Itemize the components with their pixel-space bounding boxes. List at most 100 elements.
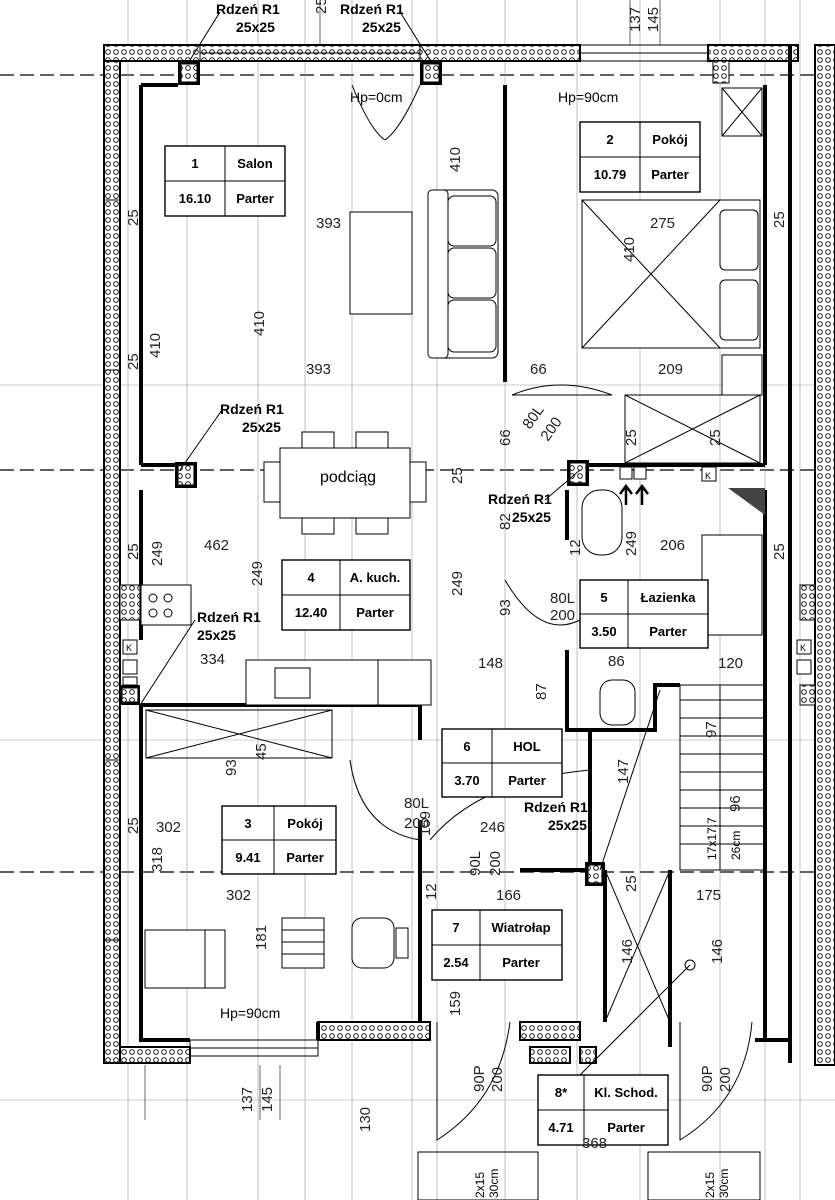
dimension-label: 25: [125, 543, 142, 560]
dimension-label: 86: [608, 653, 625, 670]
room-area: 12.40: [295, 605, 328, 620]
dimension-label: 87: [533, 683, 550, 700]
dimension-label: 146: [619, 939, 636, 964]
room-area: 2.54: [443, 955, 469, 970]
door-height: 200: [489, 1067, 506, 1092]
dimension-label: 148: [478, 655, 503, 672]
room-level: Parter: [356, 605, 394, 620]
column-size: 25x25: [548, 817, 587, 833]
room-level: Parter: [649, 624, 687, 639]
outer-walls: [103, 44, 835, 1066]
room-label-6: 6 HOL 3.70 Parter: [441, 728, 563, 798]
dimension-label: 96: [727, 795, 744, 812]
room-area: 16.10: [179, 191, 212, 206]
dimension-label: 410: [147, 333, 164, 358]
room-area: 4.71: [548, 1120, 573, 1135]
outlet-mark: K: [705, 471, 711, 481]
dimension-label: 12: [423, 883, 440, 900]
dimension-label: 97: [703, 721, 720, 738]
door-width: 90P: [471, 1065, 488, 1092]
hp-note: Hp=90cm: [558, 89, 618, 105]
room-label-8: 8* Kl. Schod. 4.71 Parter: [537, 1074, 669, 1146]
room-level: Parter: [502, 955, 540, 970]
room-level: Parter: [607, 1120, 645, 1135]
furniture: [122, 87, 812, 1200]
room-area: 3.50: [591, 624, 616, 639]
dimension-label: 462: [204, 537, 229, 554]
room-area: 10.79: [594, 167, 627, 182]
dimension-label: 66: [530, 361, 547, 378]
dimension-labels: 137 145 25 410 393 393 410 410 410 275 2…: [125, 0, 788, 1152]
dimension-label: 410: [447, 147, 464, 172]
room-name: HOL: [513, 739, 541, 754]
door-width: 90L: [467, 851, 484, 876]
dimension-label: 334: [200, 651, 225, 668]
dimension-label: 159: [447, 991, 464, 1016]
dimension-label: 25: [125, 817, 142, 834]
column-size: 25x25: [242, 419, 281, 435]
dimension-label: 249: [149, 541, 166, 566]
dimension-label: 145: [259, 1087, 276, 1112]
dimension-label: 393: [306, 361, 331, 378]
step-note: 30cm: [487, 1169, 501, 1198]
room-level: Parter: [286, 850, 324, 865]
dimension-label: 25: [623, 875, 640, 892]
dimension-label: 368: [582, 1135, 607, 1152]
door-width: 80L: [404, 795, 429, 812]
room-number: 1: [191, 156, 198, 171]
step-note: 2x15: [703, 1172, 717, 1198]
room-name: Kl. Schod.: [594, 1085, 658, 1100]
dimension-label: 209: [658, 361, 683, 378]
windows: [103, 44, 709, 1057]
column-title: Rdzeń R1: [216, 1, 280, 17]
column-size: 25x25: [362, 19, 401, 35]
column-title: Rdzeń R1: [340, 1, 404, 17]
room-label-5: 5 Łazienka 3.50 Parter: [579, 579, 709, 649]
dimension-label: 246: [480, 819, 505, 836]
dimension-label: 175: [696, 887, 721, 904]
dimension-label: 275: [650, 215, 675, 232]
step-note: 2x15: [473, 1172, 487, 1198]
room-level: Parter: [651, 167, 689, 182]
room-level: Parter: [236, 191, 274, 206]
stairs-note: 26cm: [729, 831, 743, 860]
dimension-label: 206: [660, 537, 685, 554]
room-number: 2: [606, 132, 613, 147]
room-area: 3.70: [454, 773, 479, 788]
room-name: Pokój: [287, 816, 322, 831]
dimension-label: 318: [149, 847, 166, 872]
dimension-label: 410: [251, 311, 268, 336]
door-height: 200: [717, 1067, 734, 1092]
door-labels: 80L 200 80L 200 80L 200 90L 200 90P 200 …: [404, 402, 734, 1092]
columns: [119, 60, 816, 886]
dimension-label: 25: [771, 211, 788, 228]
dimension-label: 302: [226, 887, 251, 904]
dimension-label: 93: [497, 599, 514, 616]
step-note: 30cm: [717, 1169, 731, 1198]
room-name: A. kuch.: [350, 570, 401, 585]
room-number: 6: [463, 739, 470, 754]
room-name: Łazienka: [641, 590, 697, 605]
room-number: 3: [244, 816, 251, 831]
dimension-label: 25: [771, 543, 788, 560]
dimension-label: 25: [313, 0, 330, 14]
notes: Hp=0cm Hp=90cm Hp=90cm podciąg 17x17.7 2…: [126, 89, 806, 1198]
column-title: Rdzeń R1: [488, 491, 552, 507]
beam-label: podciąg: [320, 469, 376, 486]
room-name: Wiatrołap: [491, 920, 550, 935]
outlet-mark: K: [126, 643, 132, 653]
room-label-7: 7 Wiatrołap 2.54 Parter: [431, 909, 563, 981]
stairs: [604, 684, 766, 1023]
dimension-label: 410: [621, 237, 638, 262]
dimension-label: 130: [357, 1107, 374, 1132]
room-number: 8*: [555, 1085, 568, 1100]
room-label-3: 3 Pokój 9.41 Parter: [221, 805, 337, 875]
hp-note: Hp=90cm: [220, 1005, 280, 1021]
room-label-2: 2 Pokój 10.79 Parter: [579, 121, 701, 193]
column-title: Rdzeń R1: [197, 609, 261, 625]
dimension-label: 137: [627, 7, 644, 32]
dimension-label: 137: [239, 1087, 256, 1112]
column-title: Rdzeń R1: [524, 799, 588, 815]
room-area: 9.41: [235, 850, 260, 865]
room-number: 7: [452, 920, 459, 935]
